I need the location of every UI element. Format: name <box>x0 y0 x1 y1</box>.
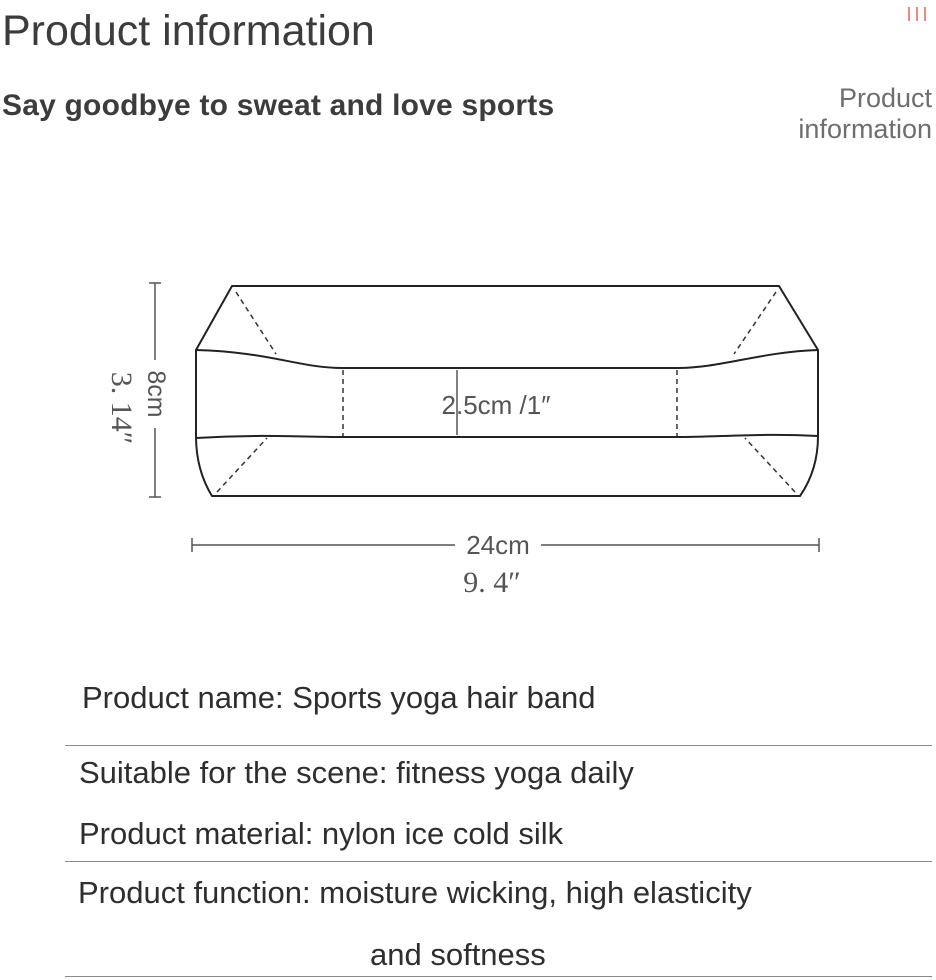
height-dimension-line <box>149 282 161 498</box>
width-dimension-line <box>191 538 820 552</box>
side-label-line-1: Product <box>838 83 932 113</box>
headband-dimension-diagram: 2.5cm /1″ 8cm 3. 14″ 24cm 9. 4″ <box>105 282 820 599</box>
headband-outline <box>195 285 819 497</box>
product-function-line-2: and softness <box>370 937 546 972</box>
inner-width-label: 2.5cm /1″ <box>442 390 551 420</box>
page-title: Product information <box>2 7 375 55</box>
menu-icon <box>905 4 929 22</box>
fold-lines <box>216 291 796 493</box>
width-in-label: 9. 4″ <box>463 566 521 599</box>
product-function-line-1: Product function: moisture wicking, high… <box>78 875 752 910</box>
product-name: Product name: Sports yoga hair band <box>82 680 596 715</box>
page-subtitle: Say goodbye to sweat and love sports <box>2 89 555 122</box>
side-label: Product information <box>732 83 932 145</box>
side-label-line-2: information <box>798 114 932 144</box>
product-material: Product material: nylon ice cold silk <box>79 816 564 851</box>
divider-3 <box>65 976 932 977</box>
product-scene: Suitable for the scene: fitness yoga dai… <box>79 755 634 790</box>
divider-1 <box>65 745 932 746</box>
divider-2 <box>65 861 932 862</box>
height-cm-label: 8cm <box>142 370 170 417</box>
width-cm-label: 24cm <box>466 530 530 560</box>
height-in-label: 3. 14″ <box>105 372 138 445</box>
